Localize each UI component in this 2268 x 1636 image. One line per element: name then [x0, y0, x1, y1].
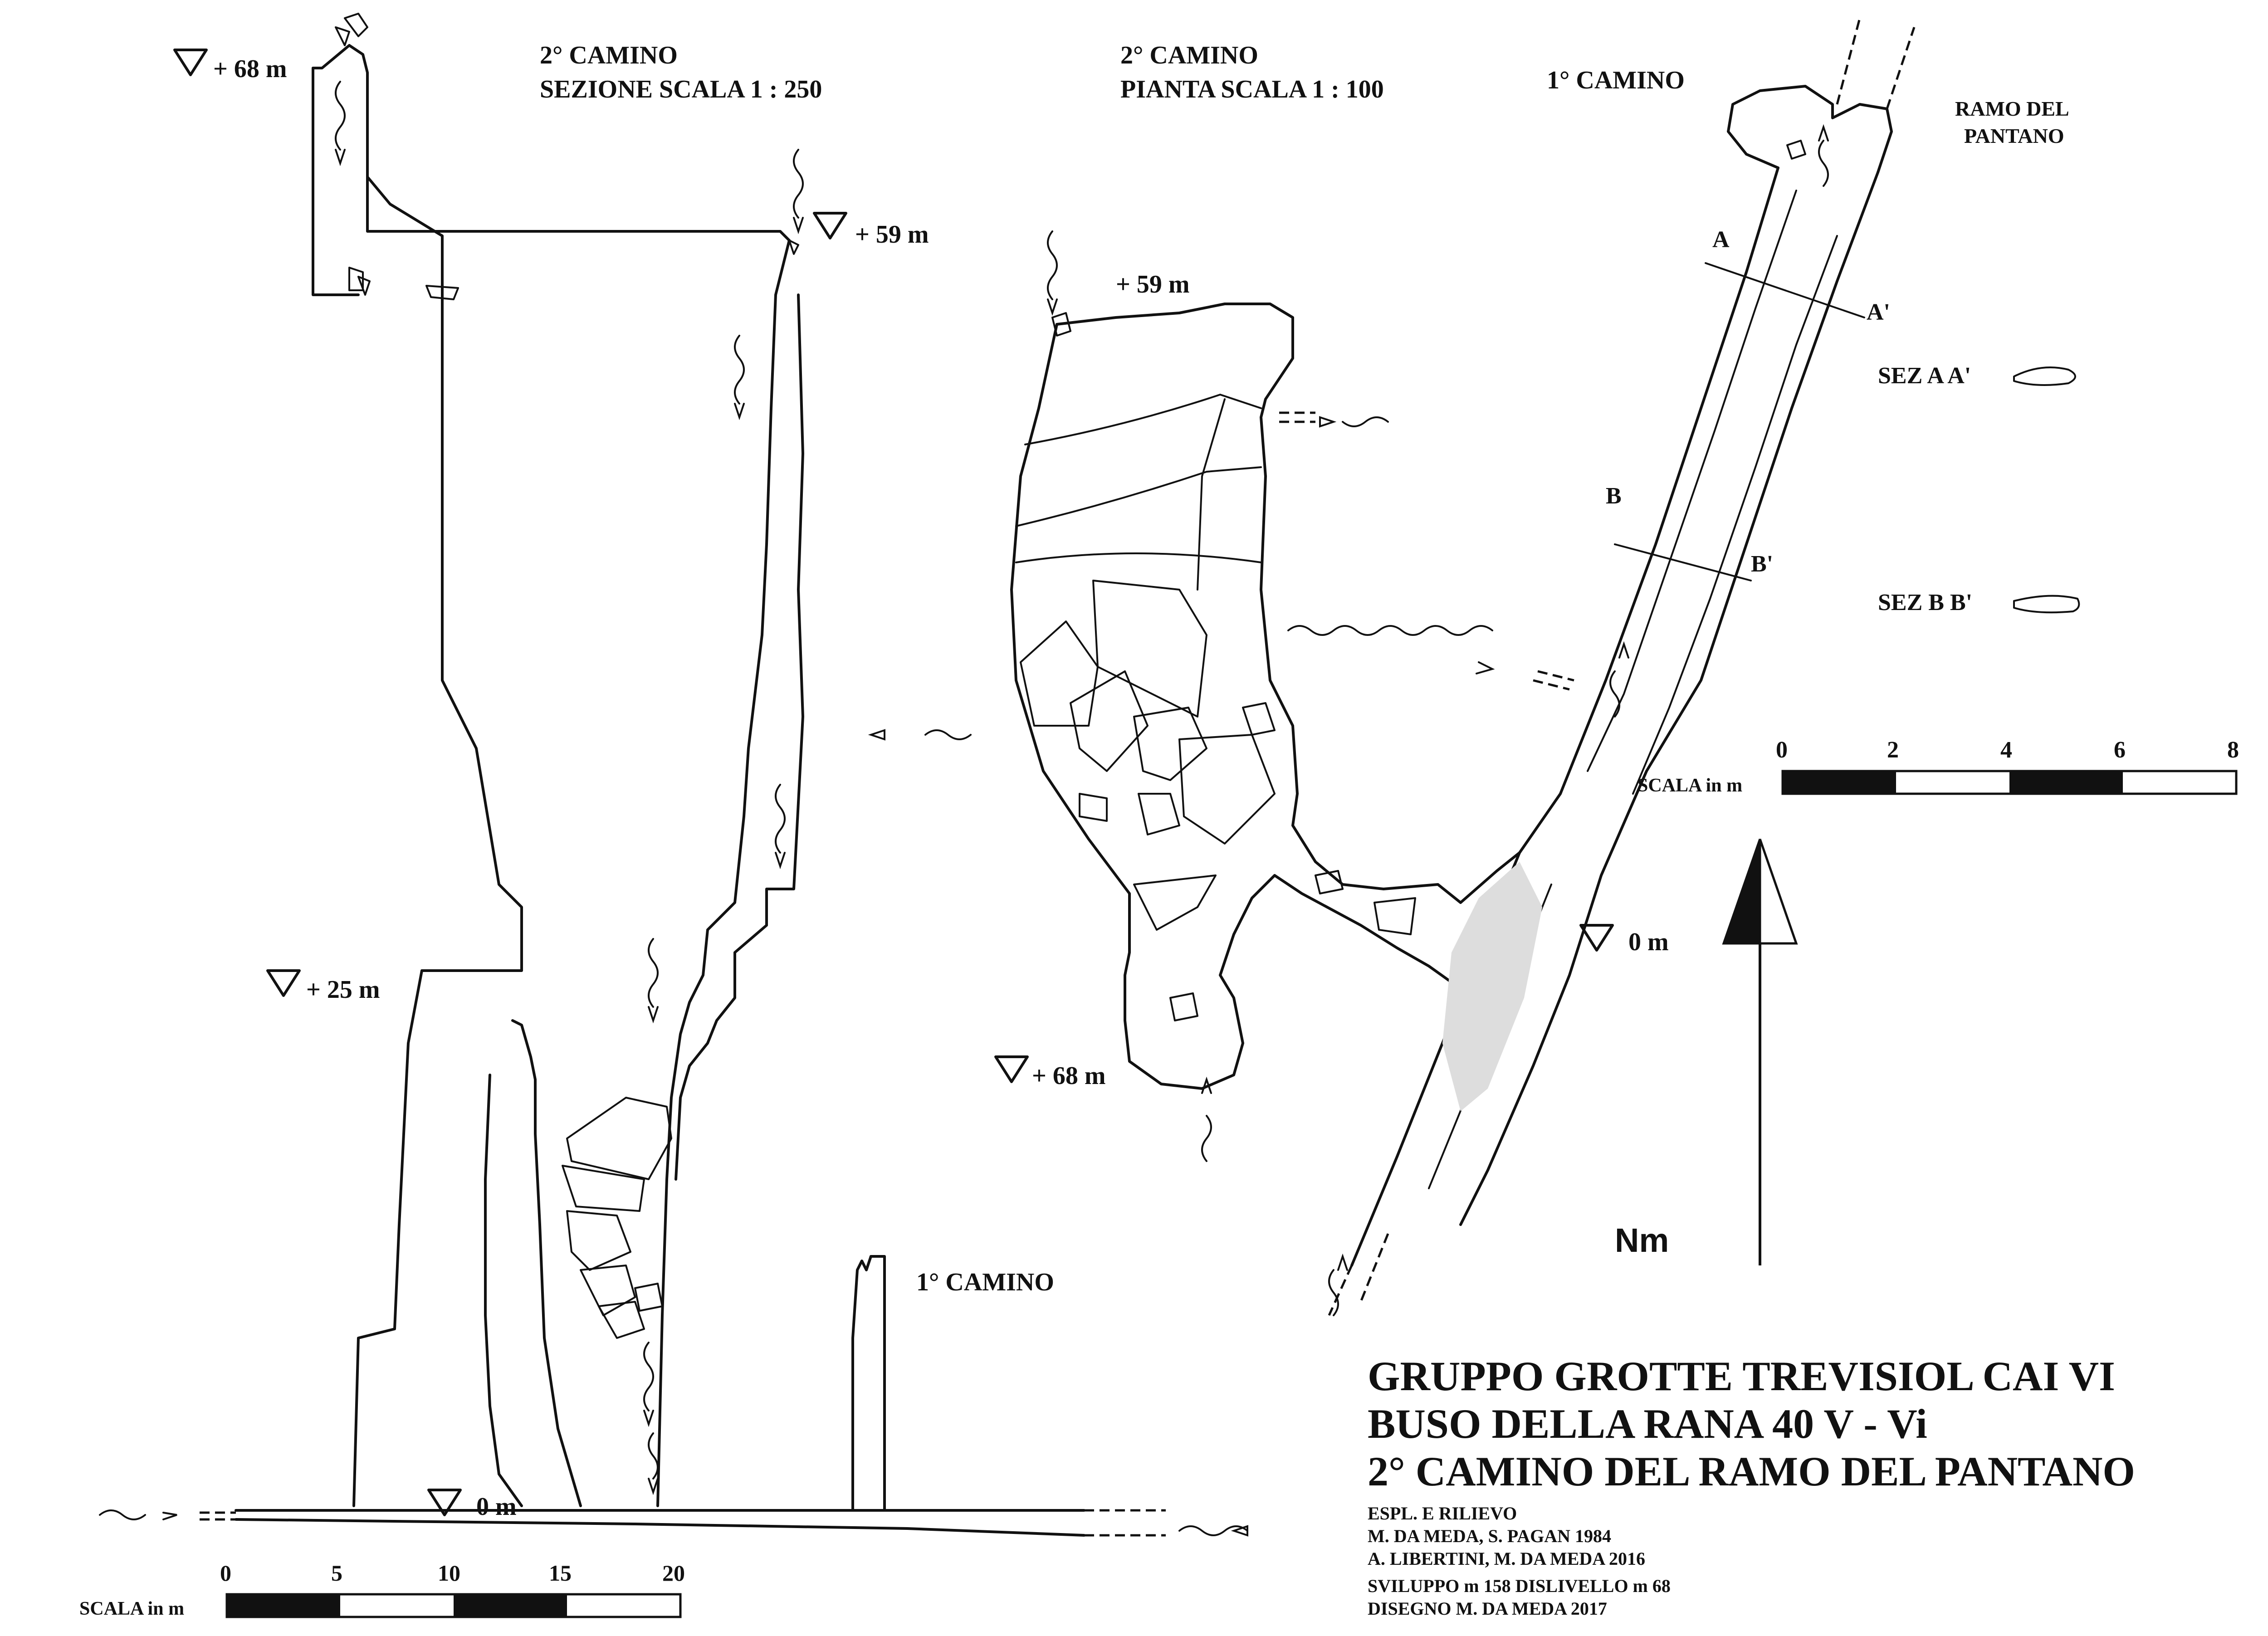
title-subject: 2° CAMINO DEL RAMO DEL PANTANO	[1368, 1448, 2135, 1494]
level-marker-icon	[1579, 924, 1614, 952]
plan-strata	[1197, 398, 1226, 591]
pantano-branch-label: RAMO DEL	[1955, 97, 2069, 120]
section-top-chamber	[312, 67, 791, 296]
level-marker-icon	[813, 212, 847, 239]
level-zero-label: 0 m	[476, 1493, 517, 1521]
plan-scale-tick: 2	[1887, 737, 1899, 763]
level-marker-icon	[427, 1489, 462, 1516]
section-open-left	[200, 1511, 236, 1521]
first-chimney-label: 1° CAMINO	[916, 1268, 1054, 1296]
section-inner-wall	[675, 293, 804, 1181]
credits-heading: ESPL. E RILIEVO	[1368, 1503, 1517, 1524]
section-left-wall	[312, 44, 523, 1507]
plan-level-68-label: + 68 m	[1032, 1062, 1106, 1090]
section-scale-tick: 15	[549, 1560, 572, 1586]
pantano-left-wall	[1350, 166, 1779, 1267]
plan-water-arrows	[1047, 230, 1495, 1162]
pantano-sediment	[1442, 862, 1542, 1111]
section-boulders	[562, 1097, 672, 1339]
section-scale-bar: SCALA in m 0 5 10 15 20	[79, 1560, 685, 1619]
section-pebbles	[335, 13, 799, 300]
cut-a-label: A	[1712, 227, 1730, 253]
title-group: GRUPPO GROTTE TREVISIOL CAI VI	[1368, 1353, 2115, 1399]
pantano-water-arrows	[1328, 124, 1829, 1316]
section-scale-tick: 0	[220, 1560, 231, 1586]
section-scale-tick: 20	[662, 1560, 685, 1586]
section-aa-label: SEZ A A'	[1878, 363, 1971, 389]
cut-b-prime-label: B'	[1751, 551, 1773, 577]
plan-scale-note: PIANTA SCALA 1 : 100	[1120, 75, 1384, 103]
cut-a-prime-label: A'	[1867, 299, 1890, 325]
plan-strata	[1024, 394, 1262, 445]
credits-survey-1984: M. DA MEDA, S. PAGAN 1984	[1368, 1526, 1611, 1546]
section-water-arrows	[99, 81, 1248, 1537]
pantano-right-wall	[1459, 171, 1879, 1226]
section-scale-tick: 5	[331, 1560, 342, 1586]
cut-line-aa	[1705, 262, 1865, 318]
plan-strata	[1015, 552, 1262, 563]
section-aa-shape	[2013, 366, 2076, 386]
level-marker-icon	[994, 1055, 1029, 1083]
pantano-channel	[1587, 190, 1797, 772]
plan-scale-bar: SCALA in m 0 2 4 6 8	[1637, 737, 2239, 796]
section-bb-label: SEZ B B'	[1878, 590, 1972, 615]
plan-scale-tick: 4	[2000, 737, 2012, 763]
section-scale-title: SCALA in m	[79, 1598, 184, 1619]
plan-view: 2° CAMINO PIANTA SCALA 1 : 100 + 59 m + …	[994, 41, 1574, 1162]
title-block: GRUPPO GROTTE TREVISIOL CAI VI BUSO DELL…	[1368, 1353, 2135, 1619]
level-marker-icon	[266, 969, 301, 997]
pantano-channel	[1632, 235, 1838, 795]
level-marker-icon	[173, 49, 208, 76]
plan-heading: 2° CAMINO	[1120, 41, 1258, 69]
section-pillar	[511, 1019, 582, 1507]
plan-outline-lower	[1010, 323, 1521, 1090]
plan-outline	[1056, 303, 1521, 904]
pantano-bottom-opening	[1328, 1233, 1389, 1316]
section-scale-note: SEZIONE SCALA 1 : 250	[540, 75, 822, 103]
north-arrow-icon	[1722, 839, 1798, 1265]
plan-level-59-label: + 59 m	[1116, 270, 1190, 298]
pantano-first-chimney-label: 1° CAMINO	[1547, 66, 1685, 94]
plan-opening	[1279, 411, 1315, 423]
section-heading: 2° CAMINO	[540, 41, 678, 69]
level-59-label: + 59 m	[855, 220, 929, 249]
level-top-label: + 68 m	[213, 55, 287, 83]
plan-opening	[1533, 670, 1574, 691]
plan-scale-tick: 6	[2114, 737, 2126, 763]
section-pillar-left	[484, 1074, 523, 1507]
survey-stats: SVILUPPO m 158 DISLIVELLO m 68	[1368, 1576, 1671, 1596]
section-floor-lower	[235, 1518, 1085, 1537]
first-chimney-section	[851, 1255, 886, 1512]
section-open-right	[1084, 1509, 1166, 1537]
title-cave: BUSO DELLA RANA 40 V - Vi	[1368, 1401, 1927, 1447]
section-view: 2° CAMINO SEZIONE SCALA 1 : 250 + 68 m +…	[79, 13, 1248, 1619]
section-right-wall	[656, 239, 791, 1507]
cut-b-label: B	[1606, 483, 1622, 509]
plan-boulders	[1020, 312, 1416, 1021]
plan-strata	[1015, 466, 1262, 527]
plan-scale-tick: 0	[1776, 737, 1788, 763]
cut-line-bb	[1614, 543, 1752, 581]
pantano-boulders	[1786, 140, 1806, 160]
credits-survey-2016: A. LIBERTINI, M. DA MEDA 2016	[1368, 1548, 1645, 1569]
pantano-top-chamber	[1727, 85, 1893, 174]
plan-scale-tick: 8	[2227, 737, 2239, 763]
drawing-credit: DISEGNO M. DA MEDA 2017	[1368, 1598, 1607, 1619]
section-bb-shape	[2013, 595, 2080, 614]
section-scale-tick: 10	[438, 1560, 460, 1586]
pantano-branch-label: PANTANO	[1964, 124, 2064, 147]
plan-scale-title: SCALA in m	[1637, 775, 1742, 796]
pantano-level-zero-label: 0 m	[1628, 928, 1669, 956]
north-label: Nm	[1615, 1221, 1669, 1259]
level-25-label: + 25 m	[306, 976, 380, 1004]
pantano-branch: 0 m 1° CAMINO RAMO DEL PANTANO A A' B B'…	[1328, 18, 2239, 1316]
